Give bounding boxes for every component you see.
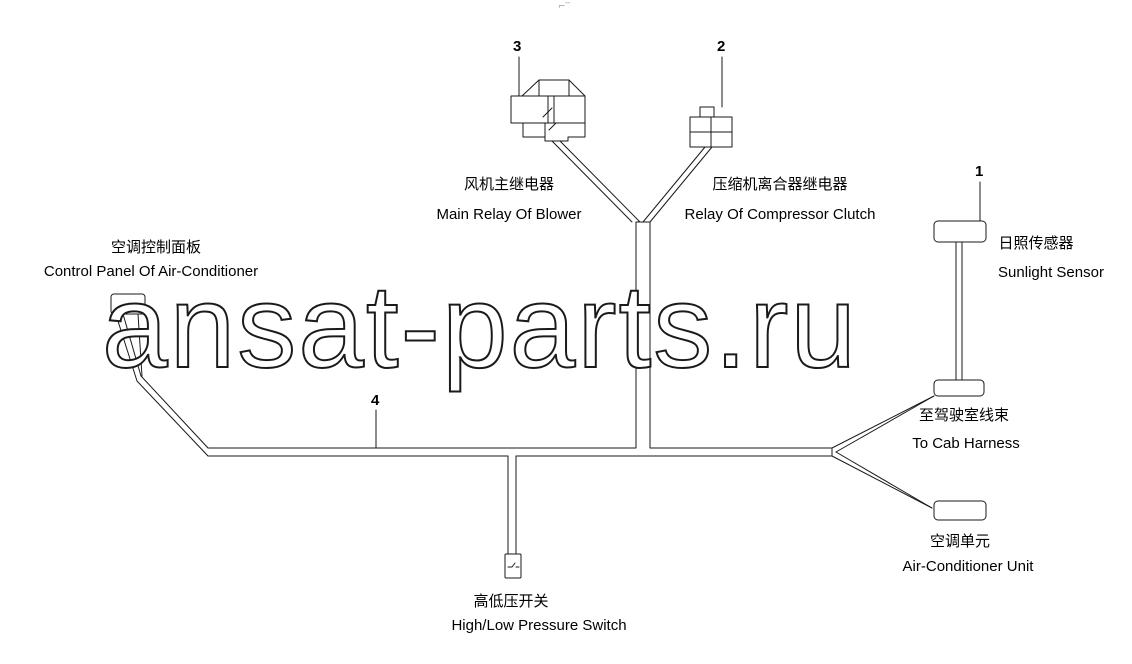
main-relay-connector	[510, 79, 586, 142]
cab-harness-connector	[933, 379, 985, 397]
cab-harness-label-en: To Cab Harness	[912, 435, 1020, 452]
main-harness-trunk	[207, 221, 637, 449]
callout-1: 1	[975, 163, 984, 180]
pressure-switch-label-cn: 高低压开关	[473, 592, 549, 610]
ac-unit-label-cn: 空调单元	[929, 532, 991, 550]
main-relay-label-cn: 风机主继电器	[463, 175, 555, 193]
compressor-relay-connector	[689, 106, 733, 148]
control-panel-connector	[110, 293, 146, 315]
control-panel-label-en: Control Panel Of Air-Conditioner	[43, 263, 259, 280]
sunlight-sensor-label-cn: 日照传感器	[998, 234, 1074, 252]
callout-3: 3	[513, 38, 522, 55]
top-mark: ⌐‾	[558, 2, 571, 12]
main-relay-label-en: Main Relay Of Blower	[436, 206, 582, 223]
ac-unit-connector	[933, 500, 987, 521]
pressure-switch-connector	[504, 553, 522, 579]
watermark: ansat-parts.ru	[101, 261, 858, 393]
ac-unit-label-en: Air-Conditioner Unit	[902, 558, 1034, 575]
branch-control-panel	[122, 313, 209, 449]
callout-4: 4	[371, 392, 380, 409]
branch-cab-harness	[831, 395, 935, 449]
control-panel-label-cn: 空调控制面板	[110, 238, 202, 256]
cab-harness-label-cn: 至驾驶室线束	[918, 406, 1010, 424]
pressure-switch-label-en: High/Low Pressure Switch	[451, 617, 627, 634]
sunlight-sensor-connector	[933, 220, 987, 243]
sunlight-sensor-label-en: Sunlight Sensor	[998, 264, 1104, 281]
compressor-relay-label-en: Relay Of Compressor Clutch	[684, 206, 876, 223]
compressor-relay-label-cn: 压缩机离合器继电器	[712, 175, 848, 193]
branch-compressor-relay	[642, 146, 706, 223]
branch-main-relay	[559, 140, 641, 223]
branch-ac-unit	[831, 455, 933, 509]
callout-2: 2	[717, 38, 726, 55]
